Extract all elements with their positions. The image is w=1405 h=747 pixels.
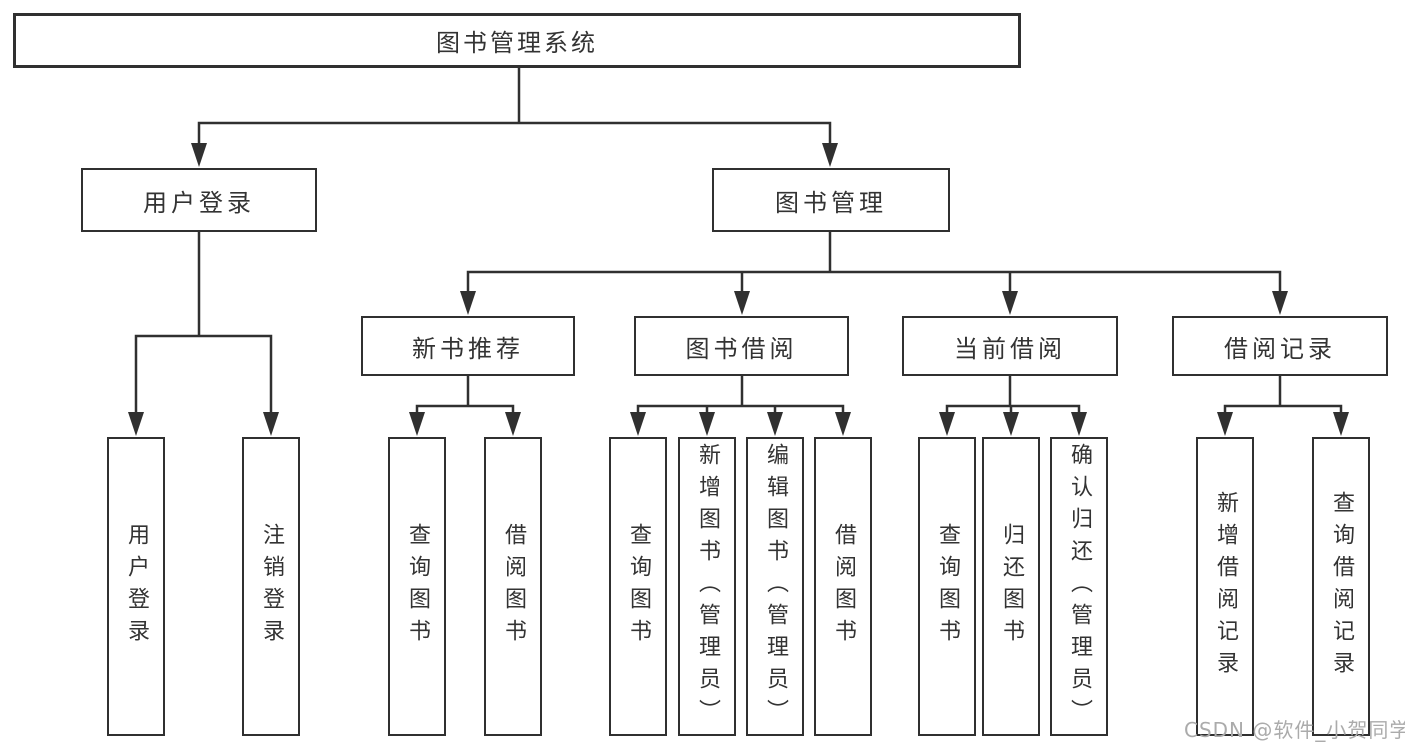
- leaf-logout-label: 注销登录: [259, 522, 284, 651]
- leaf-add-book-admin-label: 新增图书（管理员）: [695, 442, 720, 731]
- leaf-user-login-label: 用户登录: [124, 522, 149, 651]
- leaf-confirm-return-admin-label: 确认归还（管理员）: [1067, 442, 1092, 731]
- leaf-add-borrow-record-label: 新增借阅记录: [1213, 490, 1238, 683]
- node-current-borrow: 当前借阅: [902, 316, 1118, 376]
- leaf-return-book-label: 归还图书: [999, 522, 1024, 651]
- node-book-management: 图书管理: [712, 168, 950, 232]
- node-book-borrow: 图书借阅: [634, 316, 849, 376]
- leaf-query-borrow-record-label: 查询借阅记录: [1329, 490, 1354, 683]
- node-book-management-label: 图书管理: [775, 188, 887, 217]
- leaf-edit-book-admin-label: 编辑图书（管理员）: [763, 442, 788, 731]
- leaf-borrow-books-recommend: 借阅图书: [484, 437, 542, 736]
- leaf-borrow-books-recommend-label: 借阅图书: [501, 522, 526, 651]
- node-current-borrow-label: 当前借阅: [954, 334, 1066, 363]
- leaf-query-books-current: 查询图书: [918, 437, 976, 736]
- leaf-query-books-recommend: 查询图书: [388, 437, 446, 736]
- leaf-query-books-current-label: 查询图书: [935, 522, 960, 651]
- leaf-user-login: 用户登录: [107, 437, 165, 736]
- node-user-login-label: 用户登录: [143, 188, 255, 217]
- watermark-text: CSDN @软件_小贺同学: [1184, 718, 1405, 742]
- node-new-book-recommend-label: 新书推荐: [412, 334, 524, 363]
- leaf-add-borrow-record: 新增借阅记录: [1196, 437, 1254, 736]
- node-borrow-records-label: 借阅记录: [1224, 334, 1336, 363]
- node-root: 图书管理系统: [13, 13, 1021, 68]
- leaf-query-books-borrow: 查询图书: [609, 437, 667, 736]
- leaf-borrow-books: 借阅图书: [814, 437, 872, 736]
- node-root-label: 图书管理系统: [436, 29, 598, 57]
- node-borrow-records: 借阅记录: [1172, 316, 1388, 376]
- leaf-query-books-recommend-label: 查询图书: [405, 522, 430, 651]
- leaf-return-book: 归还图书: [982, 437, 1040, 736]
- node-book-borrow-label: 图书借阅: [685, 334, 798, 363]
- leaf-confirm-return-admin: 确认归还（管理员）: [1050, 437, 1108, 736]
- node-new-book-recommend: 新书推荐: [361, 316, 575, 376]
- leaf-query-borrow-record: 查询借阅记录: [1312, 437, 1370, 736]
- leaf-borrow-books-label: 借阅图书: [831, 522, 856, 651]
- leaf-edit-book-admin: 编辑图书（管理员）: [746, 437, 804, 736]
- leaf-query-books-borrow-label: 查询图书: [626, 522, 651, 651]
- leaf-logout: 注销登录: [242, 437, 300, 736]
- node-user-login: 用户登录: [81, 168, 317, 232]
- leaf-add-book-admin: 新增图书（管理员）: [678, 437, 736, 736]
